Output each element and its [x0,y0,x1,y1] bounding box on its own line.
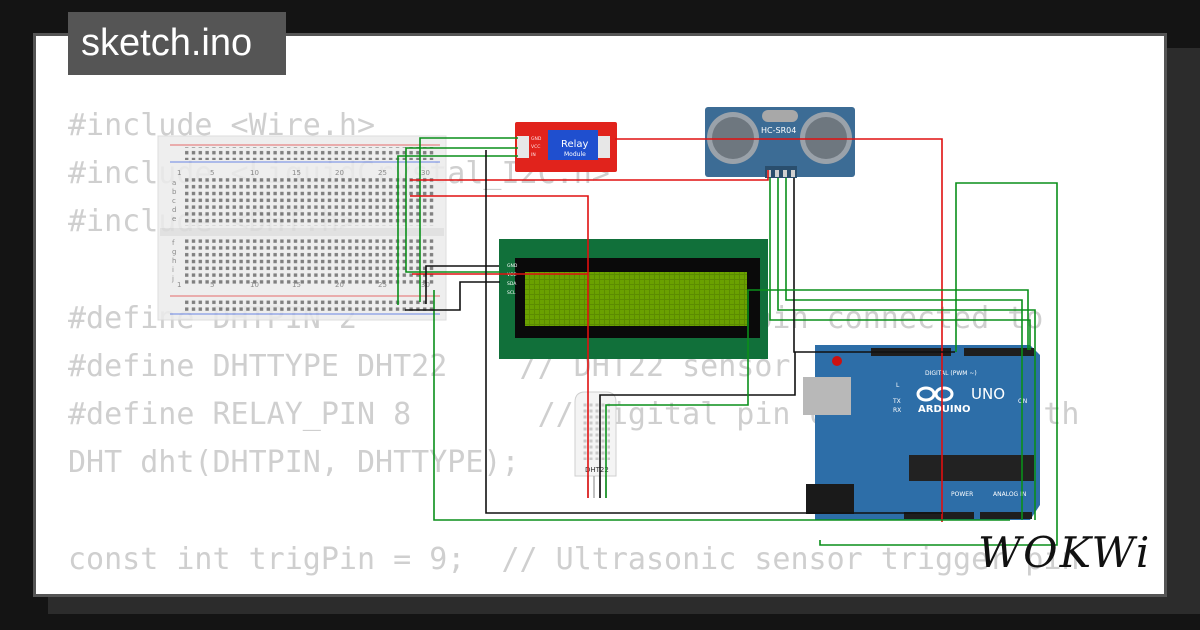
led-label-l: L [896,382,900,389]
digital-label: DIGITAL (PWM ~) [925,370,977,377]
relay-pin-in: IN [531,152,536,158]
sketch-file-tab[interactable]: sketch.ino [68,12,286,75]
bb-col-15: 15 [292,169,301,177]
ultrasonic-sensor[interactable]: HC-SR04 [705,107,855,178]
lcd-display[interactable]: GND VCC SDA SCL [499,239,768,359]
bb-col-20: 20 [335,169,344,177]
arduino-model: UNO [971,385,1005,403]
code-line: const int echoPin = 10; // Ultrasonic se… [68,584,1079,594]
led-label-rx: RX [893,407,901,414]
lcd-pin-vcc: VCC [507,272,516,278]
code-line: DHT dht(DHTPIN, DHTTYPE); [68,445,520,481]
bb-row-a: a [172,179,176,187]
bb-col-15: 15 [292,281,301,289]
bb-col-25: 25 [378,169,387,177]
bb-row-i: i [172,266,174,274]
relay-title: Relay [561,139,589,150]
bb-row-h: h [172,257,176,265]
led-label-tx: TX [892,398,901,405]
bb-col-1: 1 [177,281,181,289]
breadboard[interactable]: 1 5 10 15 20 25 30 1 5 10 15 20 25 30 a … [157,135,447,321]
arduino-brand: ARDUINO [918,404,970,415]
wokwi-logo: WOKWi [978,528,1152,577]
lcd-pin-scl: SCL [507,290,516,296]
lcd-pin-sda: SDA [507,281,517,287]
bb-col-10: 10 [250,281,259,289]
bb-row-f: f [172,239,175,247]
dht-model: DHT22 [585,466,609,474]
bb-col-10: 10 [250,169,259,177]
relay-subtitle: Module [564,151,586,158]
code-line: const int trigPin = 9; // Ultrasonic sen… [68,541,1080,577]
relay-pin-gnd: GND [531,136,542,142]
bb-row-j: j [171,275,174,283]
bb-col-30: 30 [421,169,430,177]
bb-row-d: d [172,206,176,214]
relay-pin-vcc: VCC [531,144,540,150]
bb-col-1: 1 [177,169,181,177]
bb-row-b: b [172,188,177,196]
bb-row-c: c [172,197,176,205]
arduino-infinity-logo [916,386,954,402]
bb-col-20: 20 [335,281,344,289]
dht22-sensor[interactable]: DHT22 [574,391,617,498]
ultrasonic-model: HC-SR04 [761,126,796,135]
bb-col-5: 5 [210,281,214,289]
bb-row-g: g [172,248,176,256]
bb-col-5: 5 [210,169,214,177]
lcd-pin-gnd: GND [507,263,518,269]
relay-module[interactable]: Relay Module GND VCC IN [515,122,617,172]
bb-col-25: 25 [378,281,387,289]
power-label: POWER [951,491,973,498]
arduino-uno[interactable]: ARDUINO UNO DIGITAL (PWM ~) POWER ANALOG… [803,345,1040,520]
bb-row-e: e [172,215,176,223]
analog-label: ANALOG IN [993,491,1026,498]
wires [397,137,1058,546]
